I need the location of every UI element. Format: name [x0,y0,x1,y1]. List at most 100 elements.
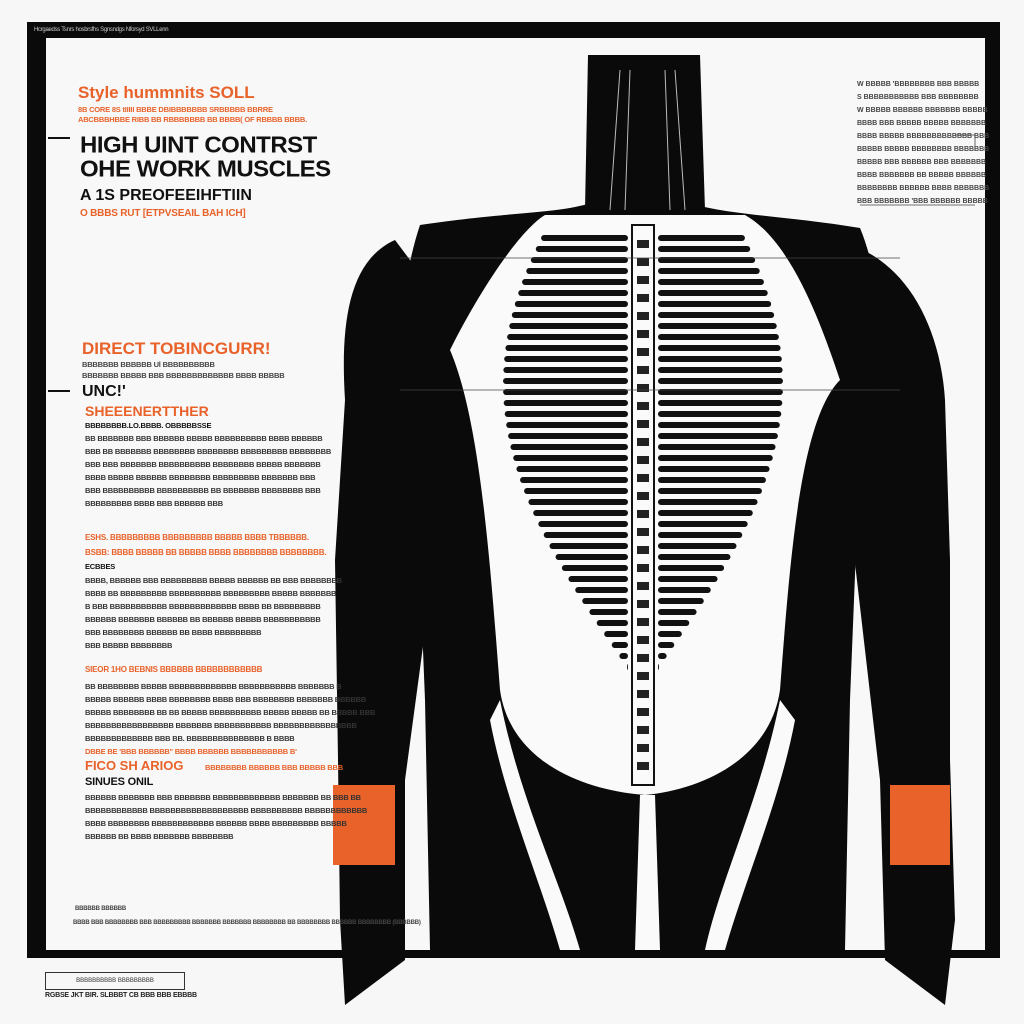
rib-left [506,422,628,428]
rib-left [503,389,628,395]
vertebra [637,618,649,626]
spine [631,224,655,786]
note-line: S BBBBBBBBBBB BBB BBBBBBBB [857,94,979,101]
rib-right [658,378,783,384]
rib-left [511,312,628,318]
section5-paragraph: BBBBBB BBBBBBB BBB BBBBBBB BBBBBBBBBBBBB… [85,791,367,843]
rib-right [658,477,766,483]
paragraph-line: BBBBB BBBBBB BBBB BBBBBBBB BBBB BBB BBBB… [85,695,367,704]
vertebra [637,456,649,464]
note-line: BBBBB BBBBB BBBBBBBB BBBBBBB [857,146,990,153]
rib-right [658,455,773,461]
subtitle: A 1S PREOFEEIHFTIIN [80,187,252,204]
rib-left [575,587,628,593]
rib-right [658,312,775,318]
section3-heading-2: BSBB: BBBB BBBBB BB BBBBB BBBB BBBBBBBB … [85,548,327,557]
page-title-line-1: HIGH UINT CONTRST [80,132,317,159]
rib-left [611,642,628,648]
rib-right [658,521,748,527]
paragraph-line: BBBBBB BB BBBB BBBBBBB BBBBBBBB [85,832,234,841]
rib-right [658,235,745,241]
rib-left [568,576,628,582]
rib-left [516,466,628,472]
kicker-heading: Style hummnits SOLL [78,83,255,102]
rib-left [518,290,628,296]
vertebra [637,366,649,374]
kicker-line-2: ABCBBBHBBE RIBB BB RBBBBBBB BB BBBB( OF … [78,115,307,124]
section5-heading-tail: BBBBBBBB BBBBBB BBB BBBBB BBB [205,763,343,772]
rib-left [619,653,628,659]
paragraph-line: BBBBBB BBBBBBB BBBBBB BB BBBBBB BBBBB BB… [85,615,321,624]
neck [585,55,705,210]
note-line: BBBBBBBB BBBBBB BBBB BBBBBBB [857,185,990,192]
paragraph-line: BBBBB BBBBBBBB BB BB BBBBB BBBBBBBBBB BB… [85,708,376,717]
rib-right [658,631,682,637]
rib-right [658,576,718,582]
note-line: BBB BBBBBBB 'BBB BBBBBB BBBBB [857,198,988,205]
rib-left [505,345,628,351]
rib-left [509,323,628,329]
rib-left [508,433,628,439]
rib-right [658,433,778,439]
rib-left [526,268,628,274]
section5-heading: FICO SH ARIOG [85,758,184,773]
section1-tag: UNC!' [82,383,126,400]
vertebra [637,258,649,266]
leg-right [705,700,795,950]
left-wrist-band [333,785,395,865]
rib-left [604,631,628,637]
vertebra [637,492,649,500]
paragraph-line: BBB BB BBBBBBB BBBBBBBB BBBBBBBB BBBBBBB… [85,447,332,456]
section4-heading: SIEOR 1HO BEBNIS BBBBBB BBBBBBBBBBBB [85,665,263,674]
kicker-line-1: 8B CORE 8S tIIIII BBBE DBIBBBBBBB SRBBBB… [78,105,273,114]
vertebra [637,294,649,302]
vertebra [637,744,649,752]
rib-left [503,400,628,406]
center-leg [635,795,660,950]
note-line: BBBB BBBBBBB BB BBBBB BBBBBB [857,172,987,179]
rib-right [658,246,751,252]
rib-left [530,257,628,263]
rib-left [541,235,628,241]
vertebra [637,726,649,734]
ribcage [503,235,783,670]
rib-left [596,620,628,626]
paragraph-line: BBB BBB BBBBBBB BBBBBBBBBB BBBBBBBB BBBB… [85,460,321,469]
rib-right [658,268,760,274]
rib-left [561,565,628,571]
paragraph-line: BBBBBBBBBBBB BBBBBBBBBBBBBBBBBBB BBBBBBB… [85,806,368,815]
rib-left [543,532,628,538]
paragraph-line: BBBB BBBBBBBB BBBBBBBBBBBB BBBBBB BBBB B… [85,819,347,828]
leg-left [490,700,580,950]
section3-heading-1: ESHS. BBBBBBBBB BBBBBBBBB BBBBB BBBB TBB… [85,533,309,542]
rib-right [658,257,756,263]
vertebra [637,348,649,356]
section2-paragraph: BB BBBBBBB BBB BBBBBB BBBBB BBBBBBBBBB B… [85,432,331,510]
rib-right [658,301,772,307]
vertebra [637,636,649,644]
rib-left [582,598,628,604]
neck-lines [609,69,686,211]
rib-right [658,290,768,296]
rib-left [503,367,628,373]
vertebra [637,708,649,716]
rib-right [658,356,782,362]
section4-note: DBBE BE 'BBB BBBBBB'' BBBB BBBBBB BBBBBB… [85,747,297,756]
section-heading-direct: DIRECT TOBINCGURR! [82,339,271,358]
section3-paragraph: BBBB, BBBBBB BBB BBBBBBBBB BBBBB BBBBBB … [85,574,342,652]
footer-label: BBBBBB BBBBBB [75,906,127,912]
vertebra [637,564,649,572]
rib-left [513,455,628,461]
subtitle-note: O BBBS RUT [ETPVSEAIL BAH ICH] [80,208,246,219]
vertebra [637,672,649,680]
vertebra [637,276,649,284]
rib-left [533,510,628,516]
rib-right [658,554,731,560]
footer-stamp-caption: RGBSE JKT BIR. SLBBBT CB BBB BBB EBBBB [45,992,197,999]
rib-right [658,642,675,648]
rib-right [658,499,758,505]
vertebra [637,240,649,248]
rib-right [658,587,711,593]
rib-right [658,444,776,450]
